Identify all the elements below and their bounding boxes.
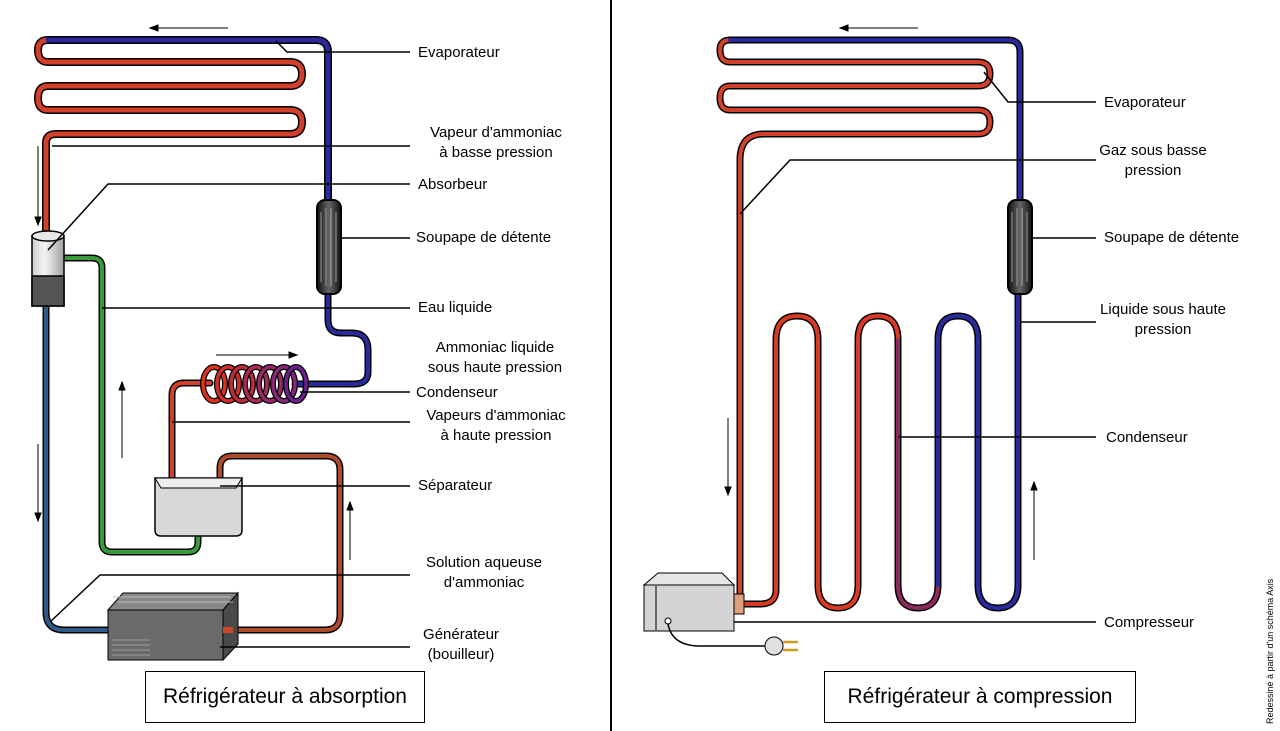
compressor-unit — [642, 572, 798, 656]
label-liquide-line1: Liquide sous haute — [1100, 301, 1226, 318]
label-compression-evaporateur: Evaporateur — [1104, 94, 1186, 111]
label-absorption-soupape: Soupape de détente — [416, 229, 552, 246]
label-absorption-condenseur: Condenseur — [416, 384, 498, 401]
label-solution-line2: d'ammoniac — [443, 574, 525, 591]
label-absorbeur: Absorbeur — [418, 176, 488, 193]
label-solution-aqueuse: Solution aqueuse d'ammoniac — [414, 553, 554, 593]
compression-diagram — [716, 36, 1024, 612]
label-ammoniac-liquide-line2: sous haute pression — [427, 359, 563, 376]
solution-return-pipe — [44, 298, 110, 632]
label-vapeurs-hp-line1: Vapeurs d'ammoniac — [426, 407, 566, 424]
label-vapeurs-haute-pression: Vapeurs d'ammoniac à haute pression — [410, 406, 582, 446]
absorber-vessel — [31, 230, 65, 307]
label-gaz-line1: Gaz sous basse — [1099, 142, 1207, 159]
label-vapeurs-hp-line2: à haute pression — [440, 427, 552, 444]
compression-flow-arrows — [724, 24, 1038, 560]
hot-vapour-pipe — [170, 381, 212, 480]
label-solution-line1: Solution aqueuse — [426, 554, 542, 571]
label-vapeur-basse-pression: Vapeur d'ammoniac à basse pression — [416, 123, 576, 163]
label-generateur-line2: (bouilleur) — [427, 646, 495, 663]
label-gaz-basse-pression: Gaz sous basse pression — [1098, 141, 1208, 181]
absorption-leader-lines — [47, 40, 410, 648]
absorption-flow-arrows — [34, 24, 354, 560]
label-compresseur: Compresseur — [1104, 614, 1195, 631]
liquid-ammonia-pipe — [293, 288, 370, 386]
absorption-expansion-valve — [316, 199, 342, 295]
label-generateur-line1: Générateur — [423, 626, 499, 643]
caption-absorption: Réfrigérateur à absorption — [145, 671, 425, 723]
water-pipe — [60, 256, 200, 554]
label-compression-soupape: Soupape de détente — [1104, 229, 1240, 246]
label-ammoniac-liquide: Ammoniac liquide sous haute pression — [410, 338, 580, 378]
generator-box — [106, 591, 240, 662]
generator-loop-pipe — [218, 454, 342, 632]
compression-expansion-valve — [1007, 199, 1033, 295]
absorption-evaporator-coil — [34, 36, 332, 262]
separator-vessel — [154, 477, 243, 537]
label-liquide-haute-pression: Liquide sous haute pression — [1098, 300, 1228, 340]
label-gaz-line2: pression — [1124, 162, 1182, 179]
label-absorption-evaporateur: Evaporateur — [418, 44, 500, 61]
credit-text: Redessiné à partir d'un schéma Axis — [1265, 578, 1275, 724]
label-vapeur-bp-line2: à basse pression — [439, 144, 553, 161]
label-separateur: Séparateur — [418, 477, 493, 494]
label-ammoniac-liquide-line1: Ammoniac liquide — [435, 339, 555, 356]
absorption-diagram — [34, 36, 372, 634]
compression-leader-lines — [734, 71, 1096, 623]
label-vapeur-bp-line1: Vapeur d'ammoniac — [430, 124, 562, 141]
label-eau-liquide: Eau liquide — [418, 299, 493, 316]
absorption-condenser-coil — [200, 364, 309, 404]
label-liquide-line2: pression — [1134, 321, 1192, 338]
label-compression-condenseur: Condenseur — [1106, 429, 1188, 446]
label-generateur: Générateur (bouilleur) — [414, 625, 508, 665]
caption-compression: Réfrigérateur à compression — [824, 671, 1136, 723]
